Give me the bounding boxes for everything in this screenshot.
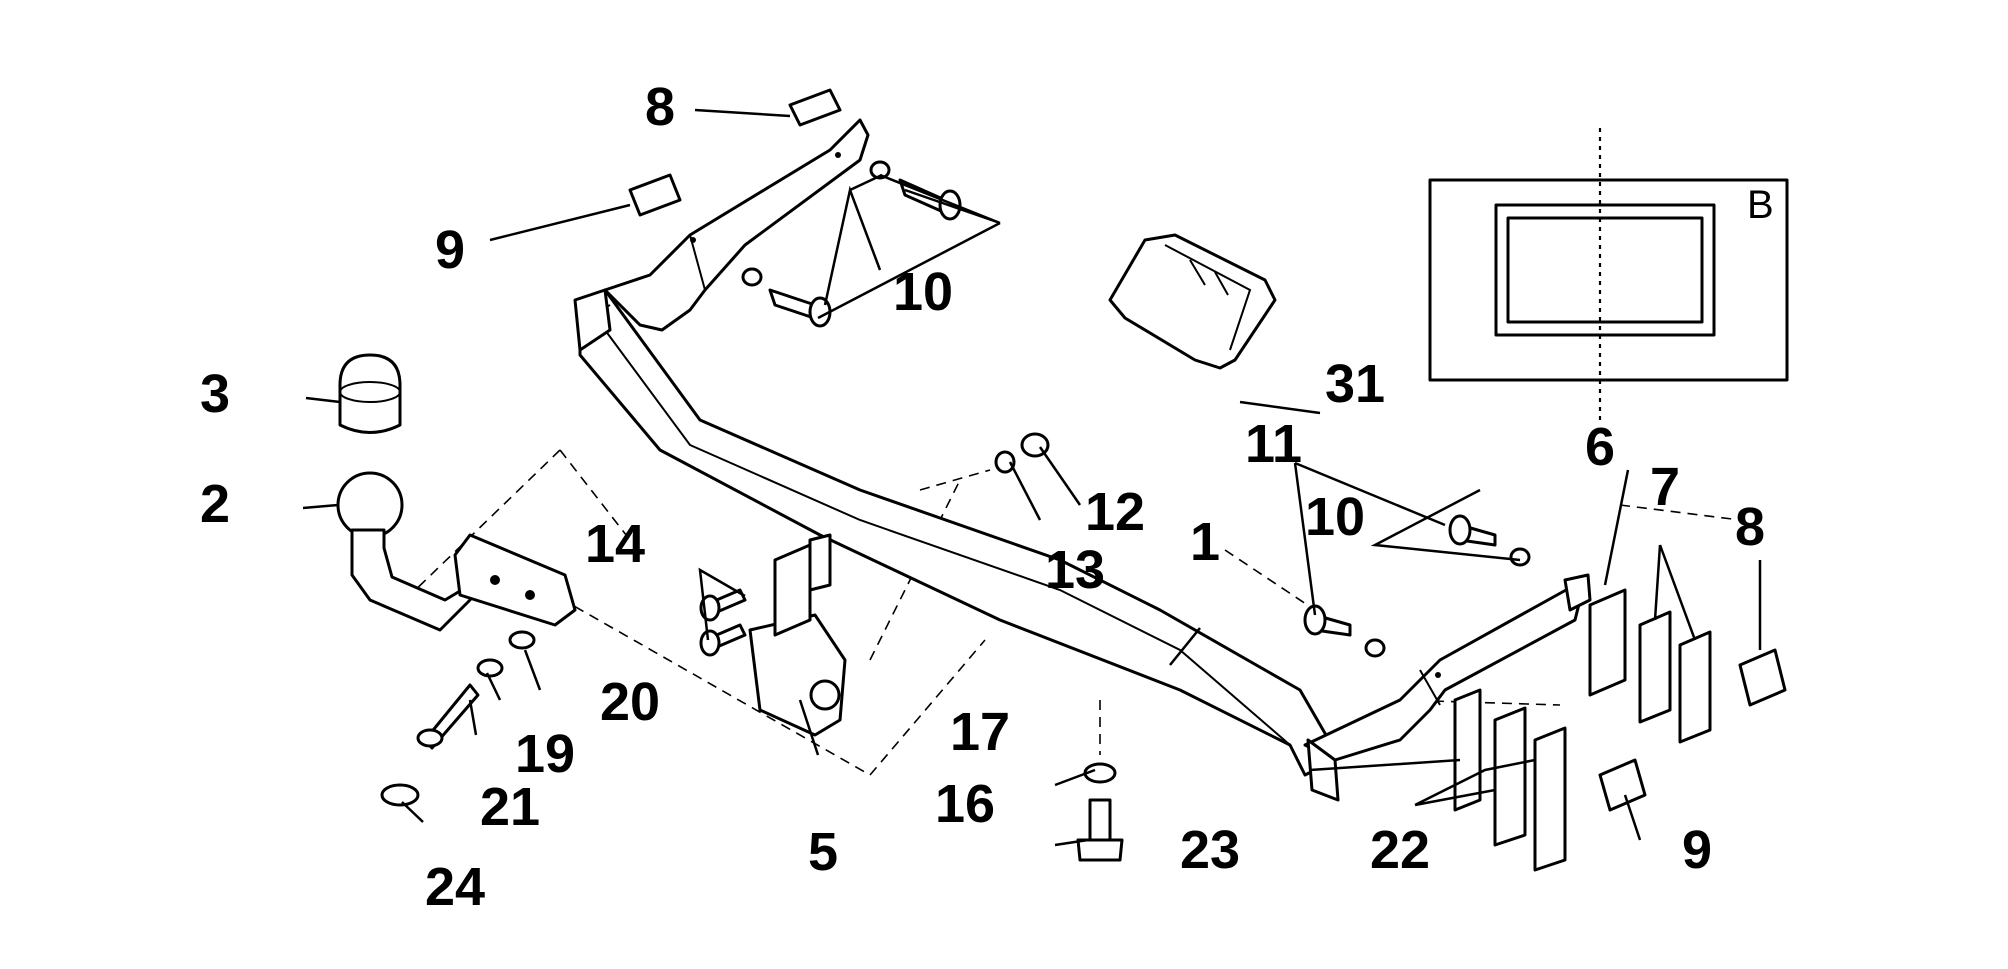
- washer-part-19: [476, 658, 504, 678]
- bolt-part-21: [416, 683, 480, 750]
- callout-3: 3: [200, 364, 230, 424]
- callout-5: 5: [808, 822, 838, 882]
- callout-10-left: 10: [893, 262, 953, 322]
- crossbar-part-1: [573, 118, 1592, 802]
- washer-part-13: [994, 450, 1016, 474]
- cover-part-31: [1108, 233, 1277, 370]
- callout-12: 12: [1085, 482, 1145, 542]
- callout-21: 21: [480, 777, 540, 837]
- callout-7: 7: [1650, 457, 1680, 517]
- inset-detail-b: B: [1428, 128, 1789, 420]
- callout-2: 2: [200, 474, 230, 534]
- callout-16: 16: [935, 774, 995, 834]
- callout-labels: 1 2 3 5 6 7 8 8 9 9 10 10 11 12 13 14 16…: [200, 77, 1765, 917]
- plate-part-23: [1453, 688, 1482, 812]
- cage-nut-part-9-right: [1598, 758, 1647, 812]
- inset-label: B: [1747, 183, 1774, 227]
- plates-part-7: [1638, 610, 1712, 744]
- callout-19: 19: [515, 724, 575, 784]
- leader-lines: [302, 108, 1762, 847]
- callout-8-right: 8: [1735, 497, 1765, 557]
- callout-11: 11: [1245, 414, 1302, 474]
- callout-6: 6: [1585, 417, 1615, 477]
- ring-part-24: [380, 783, 420, 807]
- washer-part-20: [508, 630, 536, 650]
- bolt-part-16: [1076, 798, 1124, 862]
- callout-14: 14: [585, 514, 645, 574]
- cage-nut-part-8-right: [1738, 648, 1787, 707]
- callout-17: 17: [950, 702, 1010, 762]
- cage-nut-part-9-left: [628, 173, 682, 217]
- plate-part-6: [1588, 588, 1627, 697]
- socket-plate-part-5: [748, 533, 847, 737]
- callout-13: 13: [1045, 540, 1105, 600]
- tow-ball-part-2: [336, 471, 577, 632]
- callout-1: 1: [1190, 512, 1220, 572]
- callout-8-top: 8: [645, 77, 675, 137]
- bolts-part-14: [699, 588, 747, 657]
- callout-10-right: 10: [1305, 487, 1365, 547]
- ball-cap-part-3: [338, 353, 402, 434]
- callout-22: 22: [1370, 820, 1430, 880]
- callout-9-right: 9: [1682, 820, 1712, 880]
- callout-24: 24: [425, 857, 485, 917]
- callout-20: 20: [600, 672, 660, 732]
- cage-nut-part-8-left: [788, 88, 842, 127]
- callout-31: 31: [1325, 354, 1385, 414]
- callout-9-left: 9: [435, 220, 465, 280]
- bolts-part-11-right: [1303, 514, 1531, 658]
- plates-part-22: [1493, 706, 1567, 872]
- callout-23: 23: [1180, 820, 1240, 880]
